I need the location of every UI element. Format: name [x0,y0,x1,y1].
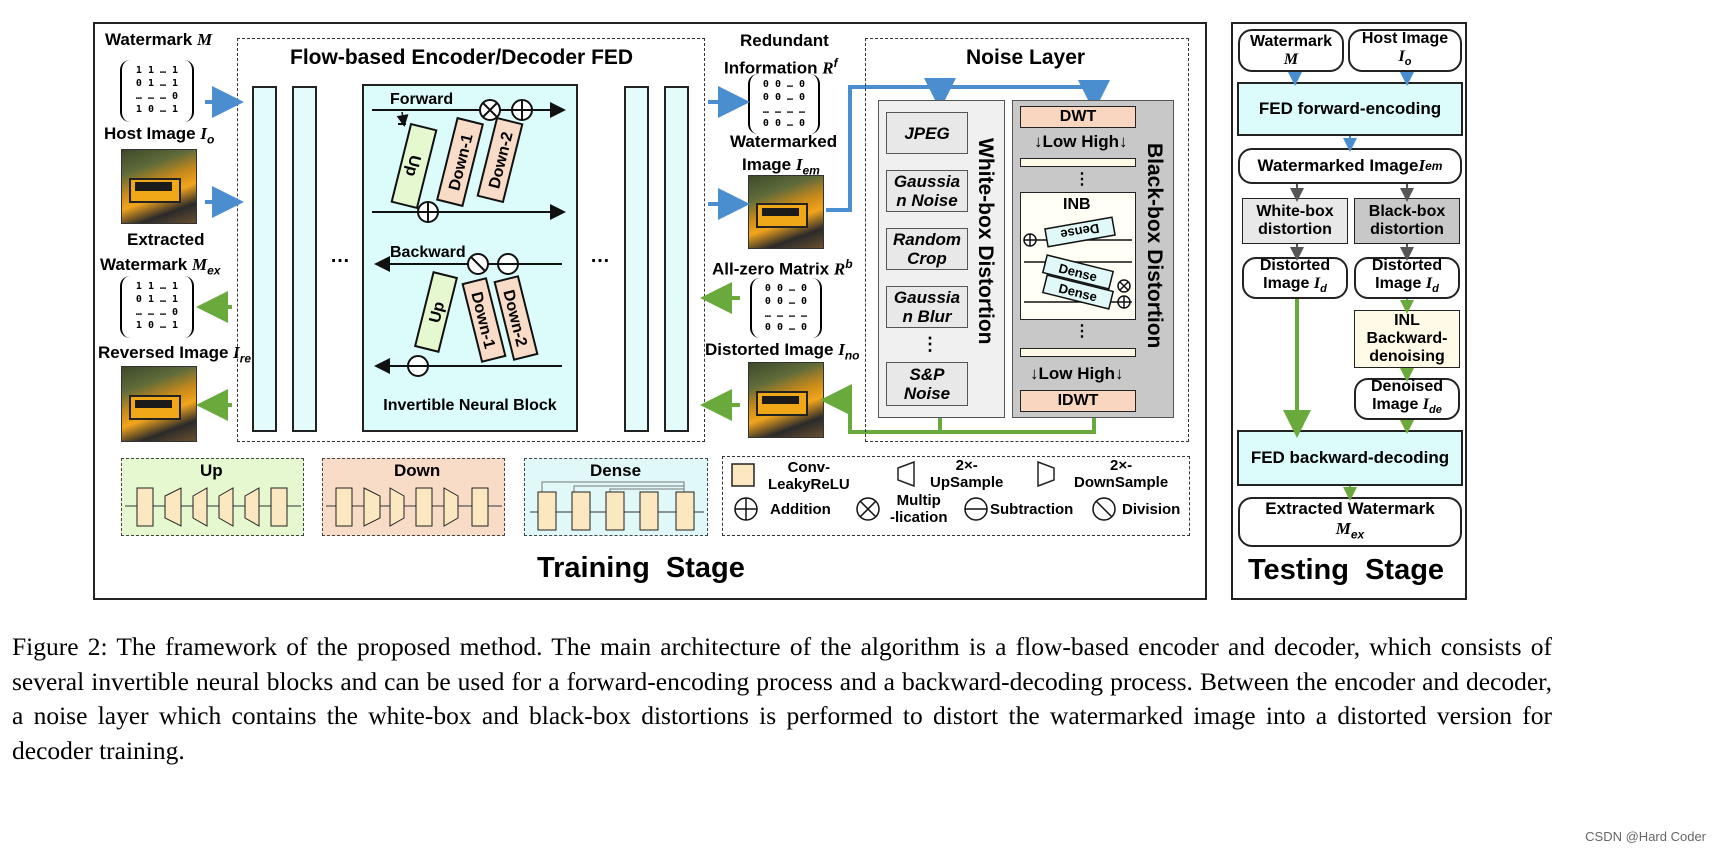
whitebox-item-more: ⋮ [921,334,939,354]
fed-column-4 [664,86,689,432]
host-image [121,149,197,224]
downsample-icon [1037,460,1055,488]
blackbox-low-high-top: ↓Low High↓ [1034,132,1128,151]
addition-icon [734,497,758,521]
legend-subtraction-label: Subtraction [990,501,1074,518]
blackbox-low-high-bottom: ↓Low High↓ [1030,364,1124,383]
legend-upsample-label: 2×- UpSample [930,457,1004,491]
fed-ellipsis-left: … [330,245,350,267]
host-image-label: Host Image Io [104,124,215,147]
legend-dense-diagram [530,481,704,531]
training-stage-panel [93,22,1207,600]
idwt-box: IDWT [1020,390,1136,412]
inn-caption: Invertible Neural Block [383,397,556,414]
testing-stage-panel [1231,22,1467,600]
blackbox-dots-top: ⋮ [1074,171,1090,188]
reversed-image-label: Reversed Image Ire [98,343,252,366]
whitebox-item-gaussian-blur: Gaussia n Blur [886,286,968,328]
allzero-matrix: 0 0 … 0 0 0 … 0 … … … … 0 0 … 0 [750,278,822,338]
legend-conv-label: Conv- LeakyReLU [768,459,850,493]
blackbox-title: Black-box Distortion [1143,143,1166,349]
figure-caption: Figure 2: The framework of the proposed … [12,632,1552,765]
credit-watermark: CSDN @Hard Coder [1585,829,1706,844]
legend-symbols [731,460,1116,521]
watermarked-image [748,175,824,249]
fed-box [237,38,705,442]
inn-backward-label: Backward [390,244,466,261]
legend-multiplication-label: Multip -lication [890,492,948,526]
distorted-label: Distorted Image Ino [705,340,860,363]
inn-up-label-2: Up [427,300,449,325]
extracted-watermark-label: Watermark Mex [100,255,221,278]
training-arrows [196,78,1110,434]
inb-label: INB [1063,196,1091,213]
legend-division-label: Division [1122,501,1181,518]
whitebox-item-jpeg: JPEG [886,112,968,154]
watermark-label: Watermark M [105,30,213,49]
blackbox-bar-top [1020,158,1136,167]
inb-box [1020,192,1136,320]
test-blackbox-box: Black-box distortion [1354,198,1460,244]
redundant-label-1: Redundant [740,31,829,50]
upsample-icon [897,460,915,488]
test-whitebox-box: White-box distortion [1242,198,1348,244]
subtraction-icon [964,497,988,521]
extracted-label-1: Extracted [127,230,205,249]
reversed-image [121,366,197,442]
allzero-label: All-zero Matrix Rb [712,257,853,279]
division-icon [1092,497,1116,521]
dwt-box: DWT [1020,106,1136,128]
whitebox-item-gaussian-noise: Gaussia n Noise [886,170,968,212]
fed-column-1 [252,86,277,432]
noise-layer-box [865,38,1189,442]
inn-up-label-1: Up [402,153,424,178]
fed-column-2 [292,86,317,432]
blackbox-bar-bottom [1020,348,1136,357]
watermarked-label-2: Image Iem [742,155,820,178]
whitebox-title: White-box Distortion [974,138,997,345]
legend-up-diagram [125,487,301,527]
multiplication-icon [856,497,880,521]
legend-downsample-label: 2×- DownSample [1074,457,1169,491]
watermarked-label-1: Watermarked [730,132,838,151]
conv-legend-icon [731,463,755,487]
legend-addition-label: Addition [770,501,831,518]
noise-layer-title: Noise Layer [966,46,1086,69]
legend-down-diagram [326,487,502,527]
whitebox-item-sp-noise: S&P Noise [886,362,968,406]
legend-dense-title: Dense [590,461,642,480]
extracted-watermark-matrix: 1 1 … 1 0 1 … 1 … … … 0 1 0 … 1 [120,276,194,338]
blackbox-dots-bottom: ⋮ [1074,323,1090,340]
inb-dense-label-1: Dense [1059,221,1100,243]
inb-diagram: Dense Dense Dense [1023,216,1132,310]
test-fed-forward-box: FED forward-encoding [1237,82,1463,136]
inn-diagram: Up Down-1 Down-2 Up Down-1 Down-2 Forwar… [372,91,566,414]
whitebox-item-random-crop: Random Crop [886,228,968,270]
training-stage-title: Training Stage [537,552,745,584]
fed-ellipsis-right: … [590,245,610,267]
distorted-image [748,362,824,438]
legend-down-title: Down [394,461,441,480]
legend-up-title: Up [200,461,223,480]
inn-forward-label: Forward [390,91,453,108]
testing-stage-title: Testing Stage [1248,554,1445,586]
testing-arrows [1283,72,1414,501]
watermark-matrix: 1 1 … 1 0 1 … 1 … … … 0 1 0 … 1 [120,60,194,122]
legend-symbols-panel [722,456,1190,536]
redundant-label-2: Information Rf [724,56,838,78]
fed-column-3 [624,86,649,432]
fed-title: Flow-based Encoder/Decoder FED [290,46,634,69]
test-inl-box: INL Backward- denoising [1354,310,1460,368]
test-fed-backward-box: FED backward-decoding [1237,430,1463,486]
